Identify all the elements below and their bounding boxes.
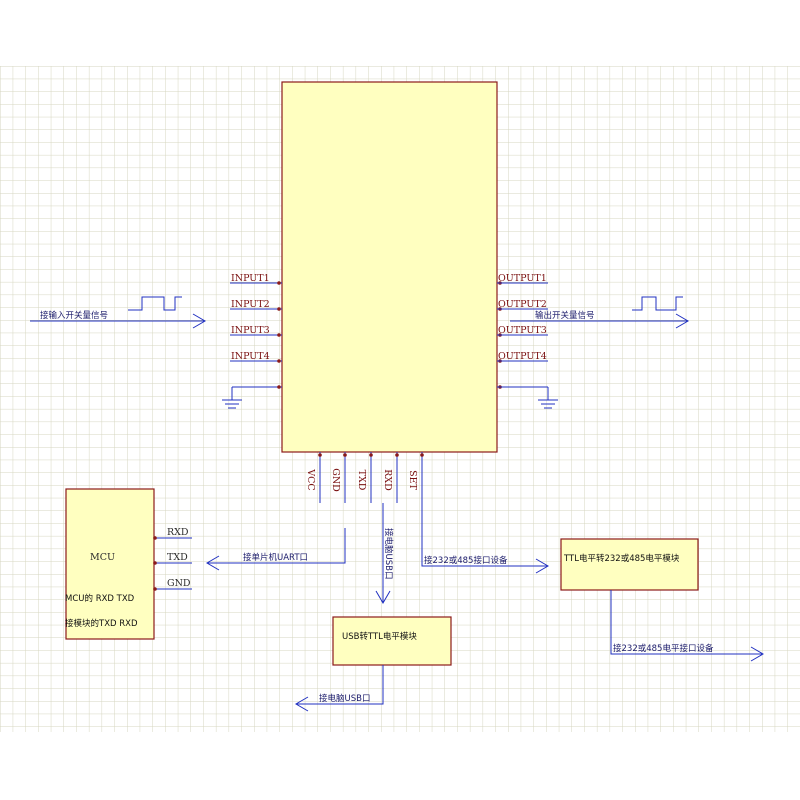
mcu-note-line1: MCU的 RXD TXD [65, 593, 135, 604]
usb-vertical-label: 接电脑USB口 [383, 528, 394, 579]
mcu-pin-rxd: RXD [167, 527, 189, 538]
mcu-uart-arrow [206, 528, 346, 571]
pin-label-input1: INPUT1 [231, 273, 270, 284]
usb-vertical-arrow [375, 503, 391, 604]
pin-label-output3: OUTPUT3 [498, 325, 547, 336]
mcu-title: MCU [90, 552, 115, 563]
rs-device-arrow [421, 503, 549, 574]
mcu-uart-label: 接单片机UART口 [243, 552, 308, 563]
pin-dot [153, 561, 157, 565]
pin-dot [153, 536, 157, 540]
pin-label-txd: TXD [356, 470, 367, 491]
pin-dot [153, 587, 157, 591]
pin-dot [395, 453, 399, 457]
pin-dot [277, 359, 281, 363]
pin-dot [277, 385, 281, 389]
usb-ttl-title: USB转TTL电平模块 [342, 631, 417, 642]
ground-symbol-left [222, 387, 242, 409]
pin-label-set: SET [407, 470, 418, 490]
mcu-pins [154, 537, 192, 590]
pin-label-gnd: GND [330, 468, 341, 492]
main-chip-body[interactable] [281, 81, 498, 453]
ttl-rs-title: TTL电平转232或485电平模块 [563, 553, 680, 564]
pin-label-output1: OUTPUT1 [498, 273, 547, 284]
pin-dot [277, 333, 281, 337]
output-signal-label: 输出开关量信号 [535, 310, 595, 321]
pin-label-input2: INPUT2 [231, 299, 270, 310]
pin-dot [420, 453, 424, 457]
input-signal-label: 接输入开关量信号 [40, 310, 108, 321]
input-pins [230, 282, 282, 388]
rs-device2-arrow [610, 590, 764, 662]
rs-device2-label: 接232或485电平接口设备 [613, 643, 714, 654]
bottom-pins [319, 452, 423, 503]
pin-dot [277, 307, 281, 311]
usb-ttl-module[interactable] [332, 616, 452, 666]
mcu-pin-gnd: GND [167, 578, 191, 589]
pin-label-vcc: VCC [305, 468, 316, 490]
pin-label-rxd: RXD [382, 469, 393, 491]
pin-label-input3: INPUT3 [231, 325, 270, 336]
mcu-note-line2: 接模块的TXD RXD [65, 618, 138, 629]
pin-label-output2: OUTPUT2 [498, 299, 547, 310]
pin-dot [369, 453, 373, 457]
rs-device-label: 接232或485接口设备 [424, 555, 508, 566]
mcu-box[interactable] [65, 488, 155, 640]
ground-symbol-right [538, 387, 558, 409]
pin-dot [343, 453, 347, 457]
input-signal-arrow [30, 296, 206, 329]
pin-dot [318, 453, 322, 457]
pin-label-input4: INPUT4 [231, 351, 270, 362]
output-signal-arrow [510, 296, 689, 329]
usb-bottom-arrow [295, 665, 384, 712]
pin-dot [277, 281, 281, 285]
mcu-pin-txd: TXD [167, 552, 188, 563]
pin-label-output4: OUTPUT4 [498, 351, 547, 362]
output-pins [497, 282, 548, 388]
usb-bottom-label: 接电脑USB口 [319, 693, 370, 704]
ttl-rs-module[interactable] [560, 538, 699, 591]
